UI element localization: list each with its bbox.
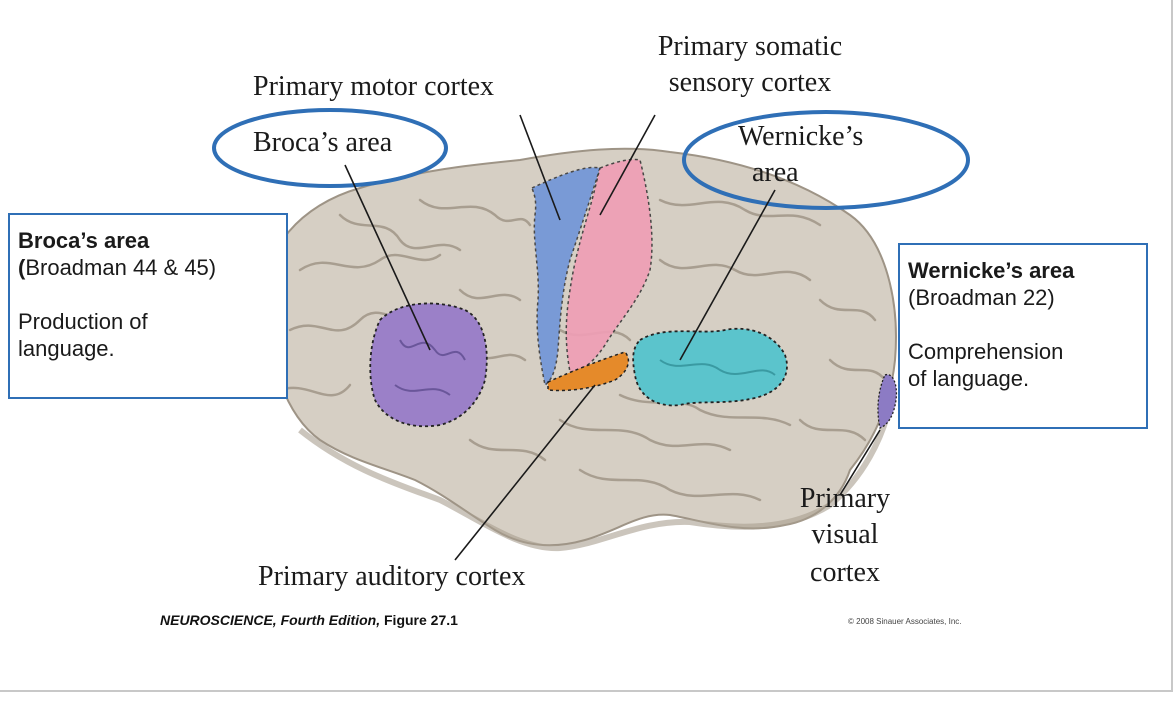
wernicke-box-subtitle: (Broadman 22): [908, 285, 1055, 310]
broca-box-paren: (: [18, 255, 26, 280]
broca-box-desc-line1: Production of: [18, 309, 148, 334]
broca-highlight-ellipse: [212, 108, 448, 188]
primary-somatic-label-line2: sensory cortex: [668, 67, 832, 98]
wernicke-box-desc-line2: of language.: [908, 366, 1030, 391]
wernicke-label-line2: area: [752, 157, 799, 188]
primary-visual-label-line2: visual: [811, 519, 879, 550]
primary-auditory-cortex-label: Primary auditory cortex: [258, 561, 526, 592]
motor-cortex-region: [531, 166, 601, 387]
broca-box-subtitle: Broadman 44 & 45): [25, 255, 217, 280]
broca-region: [369, 302, 488, 428]
gyri-folds: [278, 198, 887, 502]
wernicke-region: [632, 327, 788, 407]
auditory-region: [547, 351, 630, 392]
somatosensory-region: [565, 158, 653, 373]
broca-box-desc-line2: language.: [18, 336, 115, 361]
slide-frame: [0, 0, 1173, 692]
primary-motor-cortex-label: Primary motor cortex: [253, 71, 495, 102]
primary-somatic-label-line1: Primary somatic: [657, 31, 843, 62]
wernicke-box-title: Wernicke’s area: [908, 258, 1075, 283]
primary-visual-label-line1: Primary: [799, 483, 891, 514]
copyright-notice: © 2008 Sinauer Associates, Inc.: [848, 617, 962, 626]
visual-region: [877, 373, 898, 429]
figure-caption: NEUROSCIENCE, Fourth Edition, Figure 27.…: [160, 612, 458, 628]
broca-area-label: Broca’s area: [253, 127, 393, 158]
broca-box-title: Broca’s area: [18, 228, 150, 253]
wernicke-highlight-ellipse: [682, 110, 970, 210]
caption-book: NEUROSCIENCE, Fourth Edition,: [160, 612, 381, 628]
leader-lines: [344, 114, 881, 561]
primary-visual-label-line3: cortex: [810, 557, 880, 588]
caption-figure: Figure 27.1: [380, 612, 458, 628]
wernicke-box-desc-line1: Comprehension: [908, 339, 1064, 364]
broca-info-box: Broca’s area (Broadman 44 & 45) Producti…: [8, 213, 288, 399]
wernicke-info-box: Wernicke’s area (Broadman 22) Comprehens…: [898, 243, 1148, 429]
wernicke-label-line1: Wernicke’s: [738, 121, 864, 152]
